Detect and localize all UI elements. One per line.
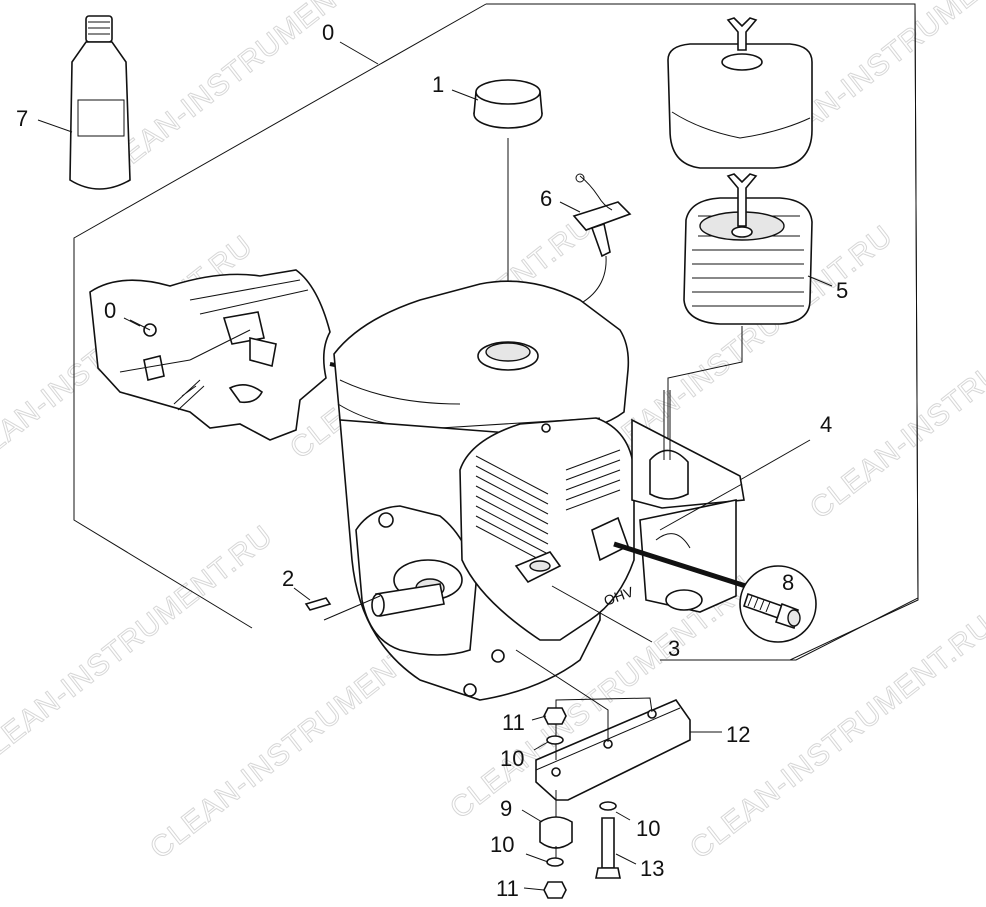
leader-line-10c bbox=[525, 853, 549, 863]
washer-lower bbox=[546, 857, 564, 867]
leader-line-0 bbox=[339, 41, 379, 65]
callout-10-b: 10 bbox=[636, 816, 660, 841]
callout-13: 13 bbox=[640, 856, 664, 881]
assembly-boundary-right bbox=[662, 3, 919, 661]
callout-10-c: 10 bbox=[490, 832, 514, 857]
assembly-boundary-left bbox=[73, 3, 487, 629]
leader-line-11b bbox=[523, 887, 545, 891]
leader-line-4 bbox=[739, 439, 811, 481]
leader-line-10b bbox=[615, 811, 631, 821]
assembly-line-2 bbox=[323, 595, 381, 621]
zoom-arrow-line bbox=[613, 541, 753, 591]
leader-line-6 bbox=[559, 201, 581, 213]
callout-9: 9 bbox=[500, 796, 512, 821]
watermark-text: CLEAN-INSTRUMENT.RU bbox=[0, 519, 279, 775]
nut-upper bbox=[543, 707, 567, 725]
callout-7: 7 bbox=[16, 106, 28, 131]
callout-3: 3 bbox=[668, 636, 680, 661]
callout-12: 12 bbox=[726, 722, 750, 747]
callout-1: 1 bbox=[432, 72, 444, 97]
oil-bottle bbox=[69, 15, 131, 190]
assembly-line-12a bbox=[515, 649, 609, 742]
rubber-mount bbox=[539, 790, 573, 858]
callout-11-a: 11 bbox=[502, 710, 525, 735]
engine-fuel-tank bbox=[333, 280, 630, 441]
watermark-text: CLEAN-INSTRUMENT.RU bbox=[804, 269, 986, 525]
callout-0-inset: 0 bbox=[104, 298, 116, 323]
leader-line-0-inset bbox=[123, 317, 141, 327]
spark-plug bbox=[742, 592, 801, 630]
assembly-line-4 bbox=[659, 483, 743, 531]
leader-line-9 bbox=[521, 809, 543, 823]
engine-fan-cover: OHV bbox=[459, 417, 636, 641]
leader-line-1 bbox=[451, 89, 479, 101]
air-filter-element bbox=[683, 173, 813, 325]
leader-line-10a bbox=[533, 741, 549, 751]
assembly-line-5 bbox=[667, 326, 743, 452]
callout-0: 0 bbox=[322, 20, 334, 45]
shaft-key bbox=[304, 597, 332, 611]
fuel-cap bbox=[473, 79, 543, 129]
callout-5: 5 bbox=[836, 278, 848, 303]
leader-line-11a bbox=[531, 715, 547, 721]
output-shaft bbox=[371, 583, 445, 617]
leader-line-2 bbox=[293, 587, 311, 601]
callout-8: 8 bbox=[782, 570, 794, 595]
callout-2: 2 bbox=[282, 566, 294, 591]
air-filter-cover bbox=[667, 17, 813, 169]
inset-detail-linkage bbox=[89, 269, 331, 441]
nut-lower bbox=[543, 881, 567, 899]
washer-upper bbox=[546, 735, 564, 745]
bolt bbox=[595, 817, 621, 879]
callout-6: 6 bbox=[540, 186, 552, 211]
mounting-plate bbox=[535, 699, 691, 801]
watermark-text: CLEAN-INSTRUMENT.RU bbox=[84, 0, 399, 196]
callout-10-a: 10 bbox=[500, 746, 524, 771]
washer-bolt bbox=[599, 801, 617, 811]
assembly-line-12b bbox=[555, 697, 653, 760]
callout-labels: 0 0 1 2 3 4 5 6 7 8 9 10 10 10 11 11 12 … bbox=[16, 20, 848, 901]
leader-line-3 bbox=[551, 585, 653, 643]
spark-plug-cap bbox=[572, 173, 632, 307]
leader-line-7 bbox=[37, 119, 73, 133]
callout-11-b: 11 bbox=[496, 876, 519, 901]
leader-line-5 bbox=[807, 275, 833, 287]
callout-4: 4 bbox=[820, 412, 832, 437]
leader-line-13 bbox=[615, 853, 637, 865]
